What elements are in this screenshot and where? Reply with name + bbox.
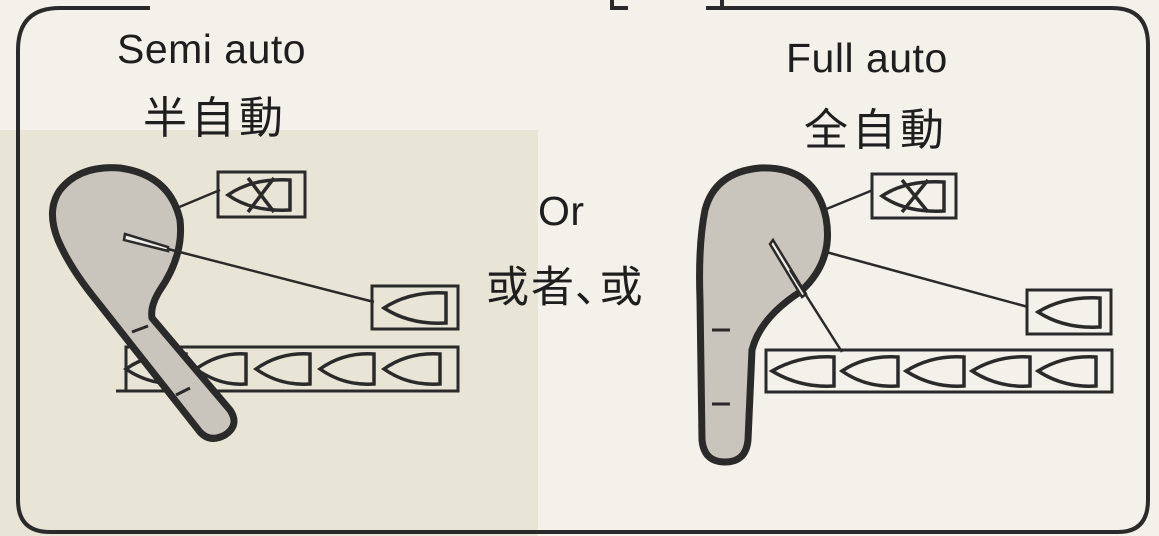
full-leader-single <box>825 250 1029 309</box>
semi-selector-lever <box>49 164 238 442</box>
full-safe-box <box>870 172 958 220</box>
round-icon <box>1034 355 1098 388</box>
round-icon <box>380 291 448 325</box>
round-icon <box>316 352 376 386</box>
semi-leader-single <box>167 247 375 304</box>
round-icon <box>192 352 248 386</box>
or-label-zh: 或者､或 <box>486 263 645 313</box>
cross-icon <box>246 176 276 214</box>
round-icon <box>838 355 900 388</box>
semi-safe-box <box>216 170 307 219</box>
cross-icon <box>900 178 930 214</box>
lever-tick <box>131 324 149 334</box>
semi-single-box <box>370 284 460 331</box>
round-icon <box>1034 296 1102 329</box>
round-icon <box>380 352 442 386</box>
full-ammo-strip <box>764 348 1114 394</box>
lever-tick <box>175 386 191 397</box>
round-icon <box>968 355 1032 388</box>
full-auto-title: Full auto <box>786 35 948 81</box>
frame-tab-right <box>706 0 724 10</box>
panel-frame <box>16 6 1150 534</box>
full-single-box <box>1025 288 1113 336</box>
full-selector-lever <box>696 164 832 466</box>
semi-leader-safe <box>176 188 221 210</box>
round-icon <box>768 355 836 388</box>
or-label: Or <box>538 188 585 234</box>
full-leader-safe <box>823 188 874 212</box>
round-icon <box>902 355 966 388</box>
round-icon <box>224 178 292 212</box>
semi-auto-title-zh: 半自動 <box>143 93 287 144</box>
round-icon <box>252 352 312 386</box>
frame-tab-left <box>610 0 628 10</box>
full-leader-auto <box>788 269 844 353</box>
semi-lever-slot <box>122 232 170 253</box>
round-icon <box>878 180 946 213</box>
semi-auto-title: Semi auto <box>117 26 307 72</box>
full-auto-title-zh: 全自動 <box>804 105 948 156</box>
